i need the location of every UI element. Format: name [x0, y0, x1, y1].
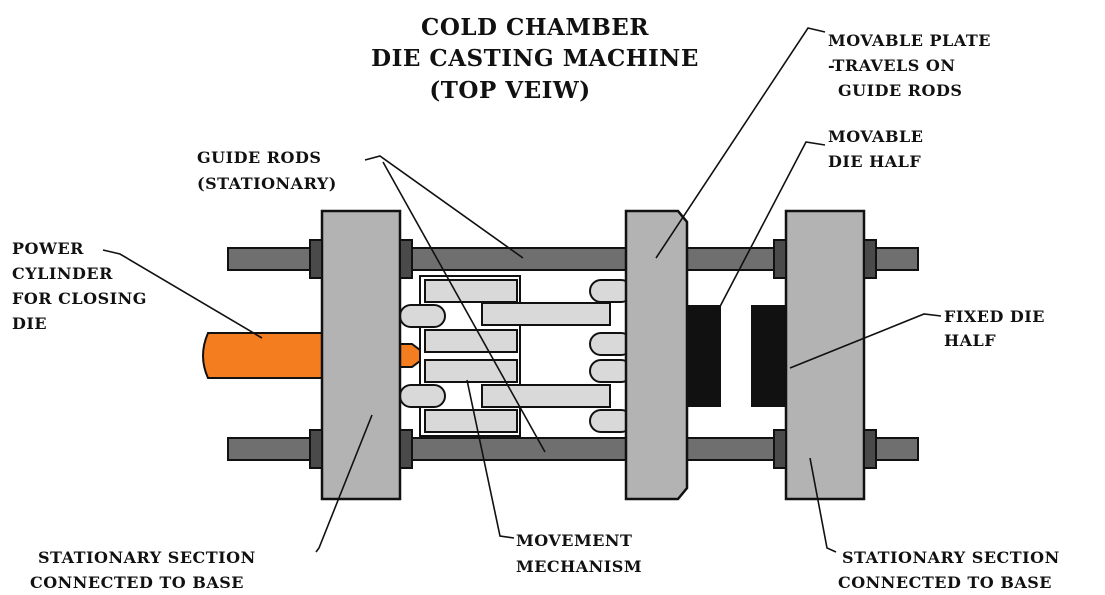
leader-guide-rods-top — [364, 155, 524, 259]
stationary-section-left — [320, 209, 402, 501]
mechanism-link — [424, 409, 518, 433]
piston-rod — [397, 343, 421, 368]
movable-die-half — [685, 305, 721, 407]
nut — [399, 429, 413, 469]
label-line: GUIDE RODS — [838, 81, 962, 100]
label-movable-plate: MOVABLE PLATE -TRAVELS ON GUIDE RODS — [828, 31, 991, 100]
label-movable-die-half: MOVABLE DIE HALF — [828, 127, 923, 171]
title-line-2: DIE CASTING MACHINE — [371, 45, 699, 72]
mechanism-link — [424, 279, 518, 303]
label-line: MOVABLE PLATE — [828, 31, 991, 50]
label-line: MOVABLE — [828, 127, 923, 146]
power-cylinder — [202, 332, 323, 379]
label-line: CYLINDER — [12, 264, 113, 283]
label-stationary-left: STATIONARY SECTION CONNECTED TO BASE — [30, 548, 256, 592]
label-line: MOVEMENT — [516, 531, 632, 550]
movable-plate — [624, 209, 689, 501]
nut — [773, 429, 787, 469]
nut — [773, 239, 787, 279]
label-power-cylinder: POWER CYLINDER FOR CLOSING DIE — [12, 239, 147, 333]
leader-stationary-left — [315, 414, 373, 553]
leader-fixed-die-half — [789, 313, 942, 369]
label-line: GUIDE RODS — [197, 148, 321, 167]
mechanism-link — [424, 329, 518, 353]
leader-movable-die-half — [713, 141, 826, 319]
leader-power-cylinder — [102, 249, 263, 339]
label-stationary-right: STATIONARY SECTION CONNECTED TO BASE — [838, 548, 1060, 592]
label-line: CONNECTED TO BASE — [30, 573, 244, 592]
label-line: STATIONARY SECTION — [38, 548, 256, 567]
mechanism-link — [424, 359, 518, 383]
label-line: (STATIONARY) — [197, 174, 337, 193]
label-line: MECHANISM — [516, 557, 642, 576]
label-line: FIXED DIE — [944, 307, 1045, 326]
title-line-3: (TOP VEIW) — [429, 77, 590, 104]
mechanism-link — [399, 304, 446, 328]
title-line-1: COLD CHAMBER — [421, 14, 649, 41]
leader-guide-rods-bottom — [382, 161, 546, 453]
fixed-die-half — [751, 305, 787, 407]
leader-movable-plate — [655, 27, 826, 259]
rod-nuts — [309, 239, 877, 469]
label-movement-mechanism: MOVEMENT MECHANISM — [516, 531, 642, 576]
mechanism-link — [399, 384, 446, 408]
machine — [202, 209, 919, 501]
label-line: DIE — [12, 314, 47, 333]
label-line: -TRAVELS ON — [828, 56, 956, 75]
mechanism-link — [481, 302, 611, 326]
nut — [863, 239, 877, 279]
label-line: CONNECTED TO BASE — [838, 573, 1052, 592]
label-line: STATIONARY SECTION — [842, 548, 1060, 567]
diagram-title: COLD CHAMBER DIE CASTING MACHINE (TOP VE… — [371, 14, 699, 104]
nut — [309, 429, 323, 469]
label-line: DIE HALF — [828, 152, 921, 171]
nut — [309, 239, 323, 279]
label-guide-rods: GUIDE RODS (STATIONARY) — [197, 148, 337, 193]
nut — [399, 239, 413, 279]
movement-mechanism — [399, 275, 633, 437]
leader-stationary-right — [809, 457, 837, 553]
leader-lines — [102, 27, 942, 553]
label-line: FOR CLOSING — [12, 289, 147, 308]
mechanism-link — [481, 384, 611, 408]
label-line: POWER — [12, 239, 84, 258]
leader-movement-mechanism — [466, 379, 515, 539]
stationary-section-right — [784, 209, 866, 501]
label-line: HALF — [944, 331, 996, 350]
nut — [863, 429, 877, 469]
label-fixed-die-half: FIXED DIE HALF — [944, 307, 1045, 350]
